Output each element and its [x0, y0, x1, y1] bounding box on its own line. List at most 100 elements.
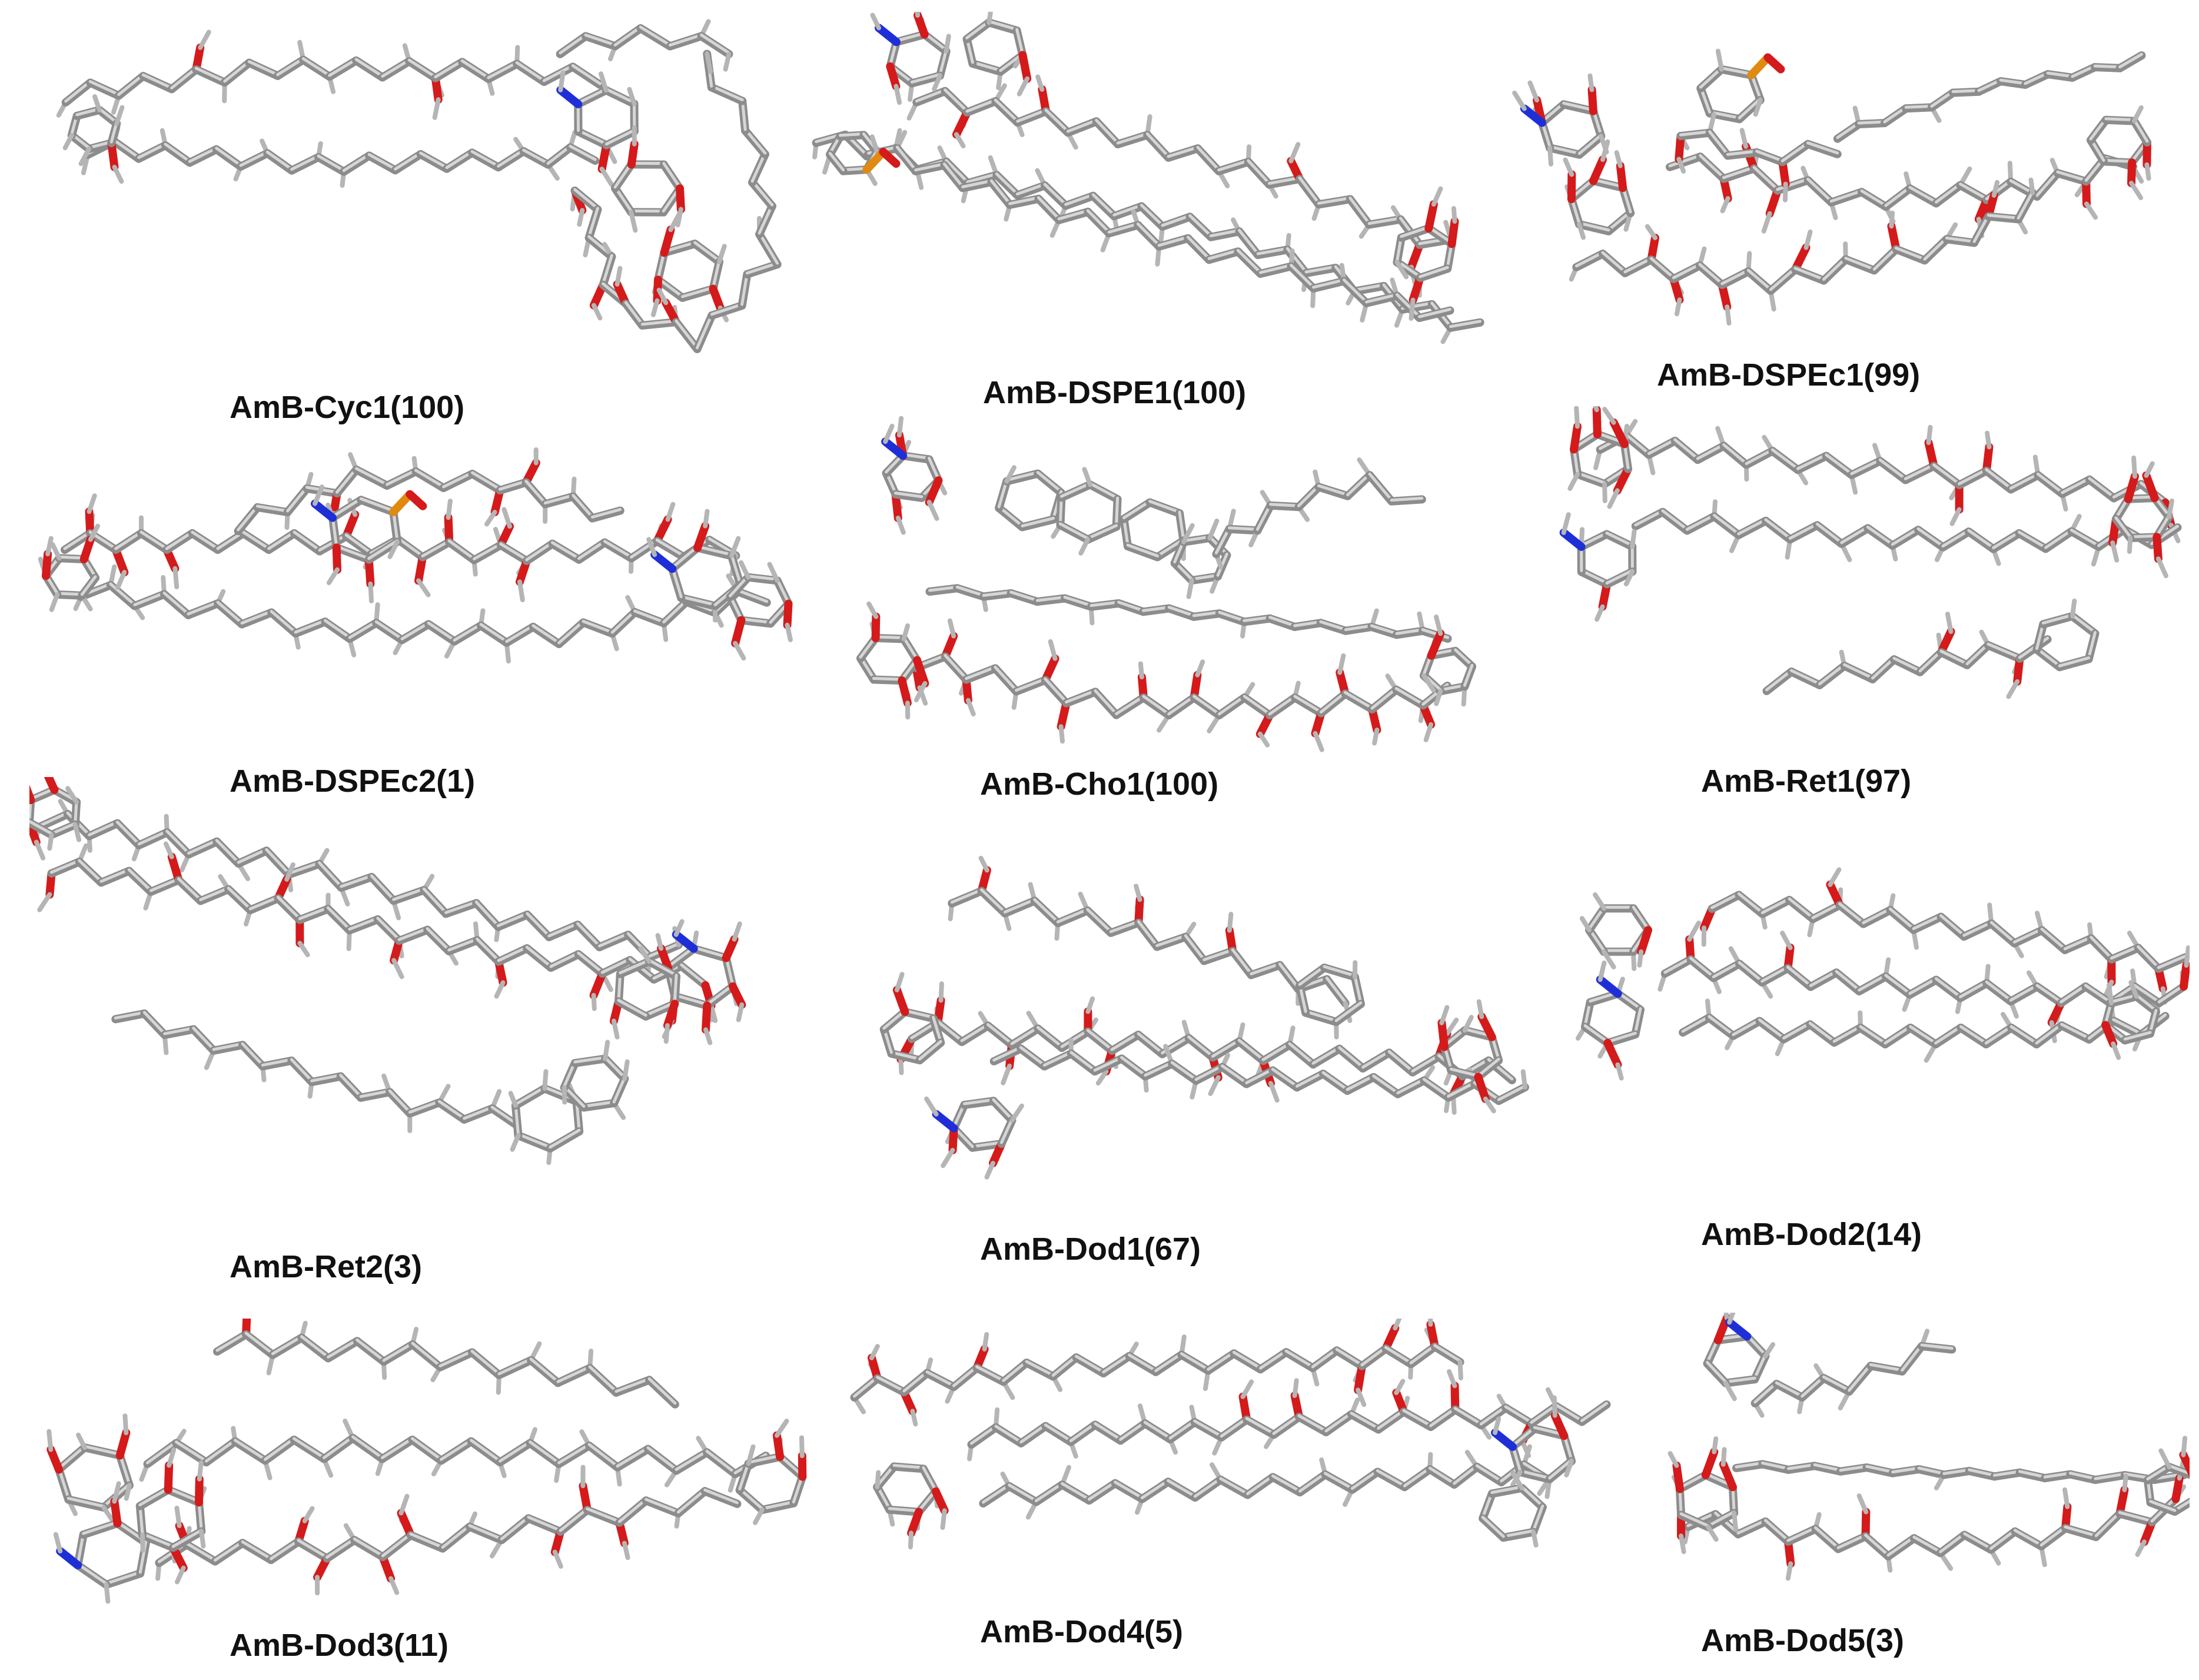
bond-highlight: [1119, 1420, 1147, 1441]
bond-highlight: [2035, 647, 2061, 668]
bond-highlight: [1663, 957, 1692, 974]
bond-highlight: [392, 887, 426, 901]
bond-highlight: [1148, 500, 1181, 514]
bond-highlight: [1679, 130, 1712, 137]
bond-highlight: [1912, 1535, 1942, 1553]
hydrogen-bond: [1431, 186, 1443, 207]
bond-highlight: [1136, 222, 1161, 247]
bond-highlight: [1094, 1422, 1122, 1441]
bond-highlight: [2009, 1025, 2038, 1045]
bond-highlight: [336, 467, 358, 494]
panel-amb-dod5: AmB-Dod5(3): [1654, 1313, 2190, 1672]
bond-highlight: [88, 80, 121, 97]
bond-highlight: [587, 207, 599, 238]
bond-highlight: [331, 497, 363, 519]
bond-highlight: [1192, 610, 1221, 617]
bond-highlight: [1353, 283, 1386, 292]
bond-highlight: [1419, 265, 1449, 278]
hydrogen-bond: [1288, 142, 1301, 164]
panel-amb-ret2: AmB-Ret2(3): [29, 777, 818, 1289]
bond-highlight: [1901, 1343, 1924, 1372]
bond-highlight: [1376, 1469, 1406, 1488]
hydrogen-bond: [1510, 1470, 1524, 1490]
nitrogen-bond: [932, 1110, 958, 1133]
bond-highlight: [82, 1520, 119, 1535]
bond-highlight: [1167, 606, 1195, 617]
bond-highlight: [1801, 1375, 1825, 1398]
hydrogen-bond: [1576, 221, 1586, 240]
bond-highlight: [1188, 214, 1213, 238]
hydrogen-bond: [1567, 472, 1580, 491]
hydrogen-bond: [1001, 1063, 1012, 1085]
bond-highlight: [1102, 1353, 1131, 1374]
panel-label: AmB-Dod4(5): [980, 1614, 1183, 1649]
bond-highlight: [239, 150, 269, 167]
bond-highlight: [633, 609, 666, 624]
bond-highlight: [1361, 1050, 1391, 1069]
hydrogen-bond: [1712, 1436, 1719, 1455]
bond-highlight: [736, 589, 769, 603]
bond-highlight: [750, 180, 774, 207]
hydrogen-bond: [655, 933, 664, 951]
bond-highlight: [1738, 961, 1764, 983]
bond-highlight: [1247, 159, 1271, 185]
bond-highlight: [1475, 1464, 1503, 1483]
hydrogen-bond: [924, 1096, 939, 1117]
bond-highlight: [1167, 145, 1200, 158]
bond-highlight: [1449, 320, 1482, 328]
bond-highlight: [1959, 980, 1988, 998]
hydrogen-bond: [1476, 999, 1484, 1020]
bond-highlight: [114, 1011, 146, 1020]
bond-highlight: [828, 152, 845, 172]
bond-highlight: [577, 951, 604, 974]
bond-highlight: [1726, 150, 1759, 156]
bond-highlight: [557, 1443, 591, 1465]
bond-highlight: [471, 471, 501, 491]
bond-highlight: [1942, 1468, 1971, 1475]
bond-highlight: [170, 67, 198, 89]
bond-highlight: [1353, 974, 1363, 1005]
bond-highlight: [603, 1056, 626, 1080]
hydrogen-bond: [746, 1444, 756, 1466]
bond-highlight: [1454, 648, 1474, 667]
bond-highlight: [1170, 1061, 1198, 1081]
bond-highlight: [1344, 690, 1374, 710]
bond-highlight: [1008, 1483, 1038, 1502]
hydrogen-bond: [703, 1027, 713, 1045]
bond-highlight: [1221, 1064, 1248, 1084]
bond-highlight: [1184, 934, 1206, 961]
hydrogen-bond: [104, 1582, 111, 1604]
bond-highlight: [1245, 1068, 1274, 1084]
bond-highlight: [556, 1365, 592, 1383]
bond-highlight: [1396, 1078, 1426, 1095]
bond-highlight: [1144, 1061, 1174, 1077]
hydrogen-bond: [1782, 181, 1788, 202]
bond-highlight: [1088, 482, 1120, 500]
bond-highlight: [317, 154, 346, 172]
hydrogen-bond: [115, 570, 127, 590]
hydrogen-bond: [1085, 996, 1095, 1014]
bond-highlight: [2035, 170, 2060, 197]
bond-highlight: [1161, 214, 1192, 227]
bond-highlight: [1368, 472, 1393, 502]
bond-highlight: [2157, 954, 2187, 970]
bond-highlight: [339, 1074, 363, 1098]
bond-highlight: [598, 932, 630, 948]
bond-highlight: [1860, 189, 1888, 207]
bond-highlight: [1384, 1346, 1413, 1364]
bond-highlight: [963, 1098, 995, 1105]
hydrogen-bond: [1579, 916, 1592, 932]
hydrogen-bond: [326, 567, 340, 585]
bond-highlight: [1835, 970, 1861, 992]
bond-highlight: [286, 486, 308, 513]
bond-highlight: [2090, 935, 2113, 960]
oxygen-bond: [728, 982, 746, 1009]
hydrogen-bond: [1048, 639, 1058, 661]
hydrogen-bond: [2110, 540, 2120, 563]
bond-highlight: [419, 151, 449, 170]
bond-highlight: [551, 541, 581, 560]
hydrogen-bond: [1181, 523, 1195, 544]
bond-highlight: [2123, 1031, 2152, 1041]
hydrogen-bond: [733, 640, 746, 661]
panel-amb-ret1: AmB-Ret1(97): [1548, 406, 2190, 806]
